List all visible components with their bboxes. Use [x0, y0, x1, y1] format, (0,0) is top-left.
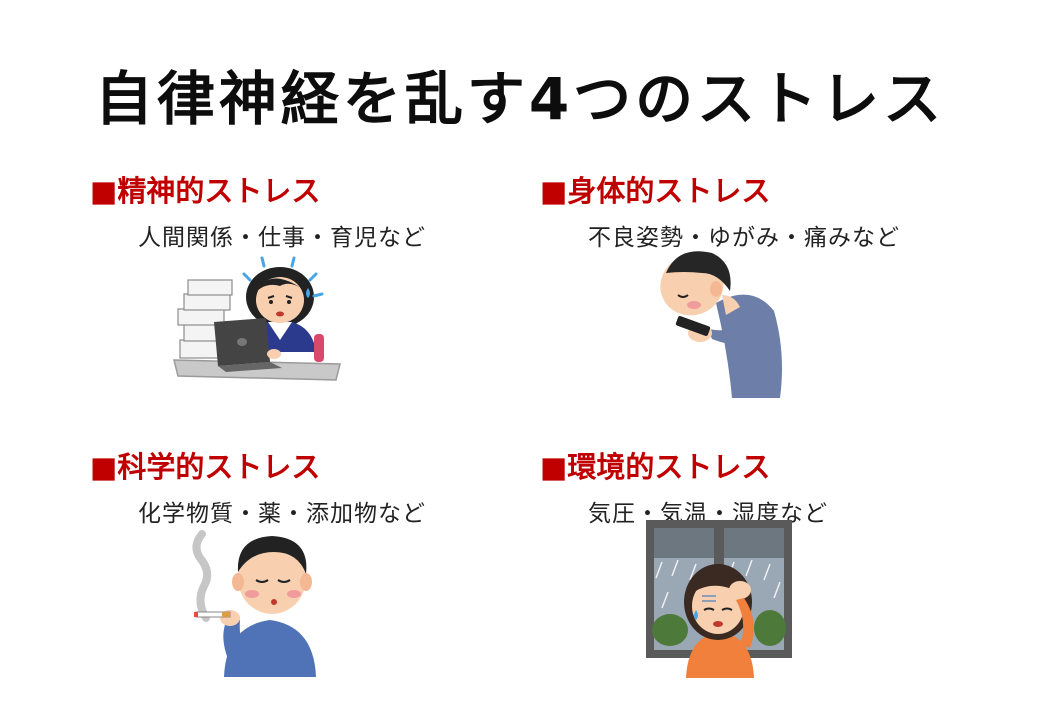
square-marker: ■ — [90, 174, 118, 208]
woman-headache-rain-illustration — [646, 520, 792, 678]
section-examples: 化学物質・薬・添加物など — [138, 501, 426, 527]
page-title: 自律神経を乱す4つのストレス — [94, 65, 946, 133]
section-heading: ■身体的ストレス — [540, 174, 771, 208]
man-smoking-illustration — [192, 530, 316, 677]
section-chemical-stress: ■科学的ストレス 化学物質・薬・添加物など — [90, 444, 510, 528]
section-heading: ■環境的ストレス — [540, 450, 771, 484]
section-heading: ■科学的ストレス — [90, 450, 321, 484]
section-examples: 人間関係・仕事・育児など — [138, 225, 426, 251]
square-marker: ■ — [90, 450, 118, 484]
section-physical-stress: ■身体的ストレス 不良姿勢・ゆがみ・痛みなど — [540, 168, 960, 252]
section-heading: ■精神的ストレス — [90, 174, 321, 208]
section-examples: 不良姿勢・ゆがみ・痛みなど — [588, 225, 900, 251]
man-looking-at-phone-illustration — [660, 251, 782, 398]
section-mental-stress: ■精神的ストレス 人間関係・仕事・育児など — [90, 168, 510, 252]
square-marker: ■ — [540, 174, 568, 208]
stressed-office-worker-illustration — [173, 256, 341, 381]
square-marker: ■ — [540, 450, 568, 484]
section-environmental-stress: ■環境的ストレス 気圧・気温・湿度など — [540, 444, 960, 528]
